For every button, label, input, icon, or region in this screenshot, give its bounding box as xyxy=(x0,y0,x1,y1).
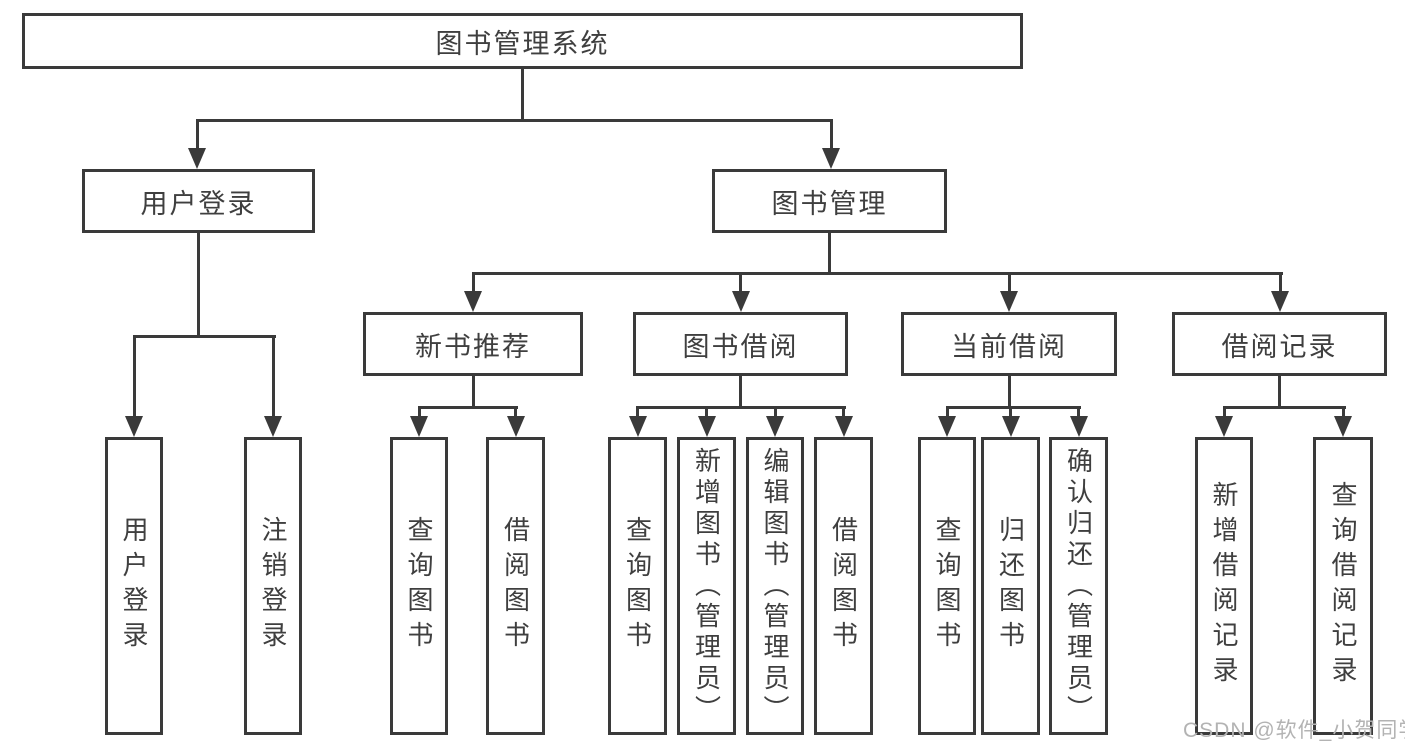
node-label: 新书推荐 xyxy=(415,331,531,362)
node-label: 图书借阅 xyxy=(682,331,799,362)
leaf-query-books-borrowing: 查询图书 xyxy=(608,437,667,735)
leaf-label: 编辑图书（管理员） xyxy=(760,446,790,726)
leaf-borrow-books-borrowing: 借阅图书 xyxy=(814,437,873,735)
arrowhead-down-icon xyxy=(464,291,482,312)
connector-vertical-line xyxy=(828,233,831,275)
connector-horizontal-bar xyxy=(636,405,846,409)
connector-drop-line xyxy=(417,407,421,419)
leaf-label: 借阅图书 xyxy=(500,516,531,656)
leaf-label: 注销登录 xyxy=(258,516,288,656)
arrowhead-down-icon xyxy=(264,416,282,437)
connector-drop-line xyxy=(842,407,845,419)
arrowhead-down-icon xyxy=(1271,291,1289,312)
leaf-label: 新增借阅记录 xyxy=(1209,481,1239,691)
connector-drop-line xyxy=(773,407,777,419)
connector-vertical-line xyxy=(471,376,475,409)
leaf-add-books-admin: 新增图书（管理员） xyxy=(677,437,736,735)
leaf-label: 查询图书 xyxy=(404,516,434,656)
connector-horizontal-bar xyxy=(471,271,1283,275)
leaf-borrow-books-newbooks: 借阅图书 xyxy=(486,437,545,735)
node-new-book-recommendation: 新书推荐 xyxy=(363,312,583,376)
connector-drop-line xyxy=(829,120,833,151)
arrowhead-down-icon xyxy=(628,416,647,437)
arrowhead-down-icon xyxy=(731,291,750,312)
node-label: 借阅记录 xyxy=(1221,331,1338,362)
leaf-user-login: 用户登录 xyxy=(105,437,163,735)
arrowhead-down-icon xyxy=(834,416,853,437)
connector-horizontal-bar xyxy=(195,118,833,122)
connector-horizontal-bar xyxy=(1222,405,1346,409)
connector-horizontal-bar xyxy=(417,405,518,409)
connector-drop-line xyxy=(705,407,708,419)
arrowhead-down-icon xyxy=(1069,416,1088,437)
leaf-label: 新增图书（管理员） xyxy=(691,446,722,726)
leaf-query-books-newbooks: 查询图书 xyxy=(390,437,448,735)
connector-drop-line xyxy=(739,273,742,294)
arrowhead-down-icon xyxy=(697,416,716,437)
node-label: 用户登录 xyxy=(140,188,257,219)
leaf-edit-books-admin: 编辑图书（管理员） xyxy=(746,437,804,735)
connector-drop-line xyxy=(471,273,475,294)
arrowhead-down-icon xyxy=(1000,291,1018,312)
node-label: 图书管理系统 xyxy=(435,28,610,59)
leaf-label: 查询借阅记录 xyxy=(1328,481,1358,691)
arrowhead-down-icon xyxy=(766,416,784,437)
connector-drop-line xyxy=(1278,273,1282,294)
node-label: 当前借阅 xyxy=(951,331,1067,362)
csdn-watermark: CSDN @软件_小贺同学 xyxy=(1183,719,1405,742)
node-library-management-system: 图书管理系统 xyxy=(22,13,1023,69)
leaf-confirm-return-admin: 确认归还（管理员） xyxy=(1049,437,1108,735)
connector-vertical-line xyxy=(197,233,200,338)
leaf-label: 查询图书 xyxy=(932,516,962,656)
arrowhead-down-icon xyxy=(410,416,428,437)
connector-drop-line xyxy=(1009,407,1012,419)
leaf-return-books: 归还图书 xyxy=(981,437,1040,735)
node-user-login: 用户登录 xyxy=(82,169,315,233)
arrowhead-down-icon xyxy=(125,416,143,437)
leaf-label: 归还图书 xyxy=(995,516,1026,656)
arrowhead-down-icon xyxy=(1334,416,1352,437)
node-book-borrowing: 图书借阅 xyxy=(633,312,848,376)
connector-drop-line xyxy=(1222,407,1226,419)
connector-drop-line xyxy=(636,407,639,419)
connector-drop-line xyxy=(1077,407,1080,419)
connector-drop-line xyxy=(1341,407,1345,419)
connector-drop-line xyxy=(1007,273,1011,294)
leaf-label: 用户登录 xyxy=(119,516,149,656)
leaf-label: 查询图书 xyxy=(622,516,653,656)
connector-vertical-line xyxy=(1007,376,1011,409)
leaf-query-borrow-record: 查询借阅记录 xyxy=(1313,437,1373,735)
arrowhead-down-icon xyxy=(1215,416,1233,437)
leaf-label: 借阅图书 xyxy=(828,516,859,656)
leaf-logout: 注销登录 xyxy=(244,437,302,735)
node-borrowing-records: 借阅记录 xyxy=(1172,312,1387,376)
node-label: 图书管理 xyxy=(771,188,888,219)
connector-drop-line xyxy=(132,336,136,419)
arrowhead-down-icon xyxy=(822,148,840,169)
connector-vertical-line xyxy=(1278,376,1281,409)
arrowhead-down-icon xyxy=(1001,416,1020,437)
connector-drop-line xyxy=(271,336,275,419)
connector-drop-line xyxy=(514,407,517,419)
connector-vertical-line xyxy=(739,376,742,409)
connector-drop-line xyxy=(195,120,199,151)
connector-horizontal-bar xyxy=(945,405,1081,409)
connector-horizontal-bar xyxy=(132,334,276,338)
connector-drop-line xyxy=(945,407,949,419)
node-current-borrowing: 当前借阅 xyxy=(901,312,1117,376)
arrowhead-down-icon xyxy=(938,416,956,437)
node-book-management: 图书管理 xyxy=(712,169,947,233)
arrowhead-down-icon xyxy=(188,148,206,169)
arrowhead-down-icon xyxy=(506,416,525,437)
connector-vertical-line xyxy=(521,69,524,121)
leaf-query-books-current: 查询图书 xyxy=(918,437,976,735)
leaf-add-borrow-record: 新增借阅记录 xyxy=(1195,437,1253,735)
leaf-label: 确认归还（管理员） xyxy=(1063,446,1094,726)
